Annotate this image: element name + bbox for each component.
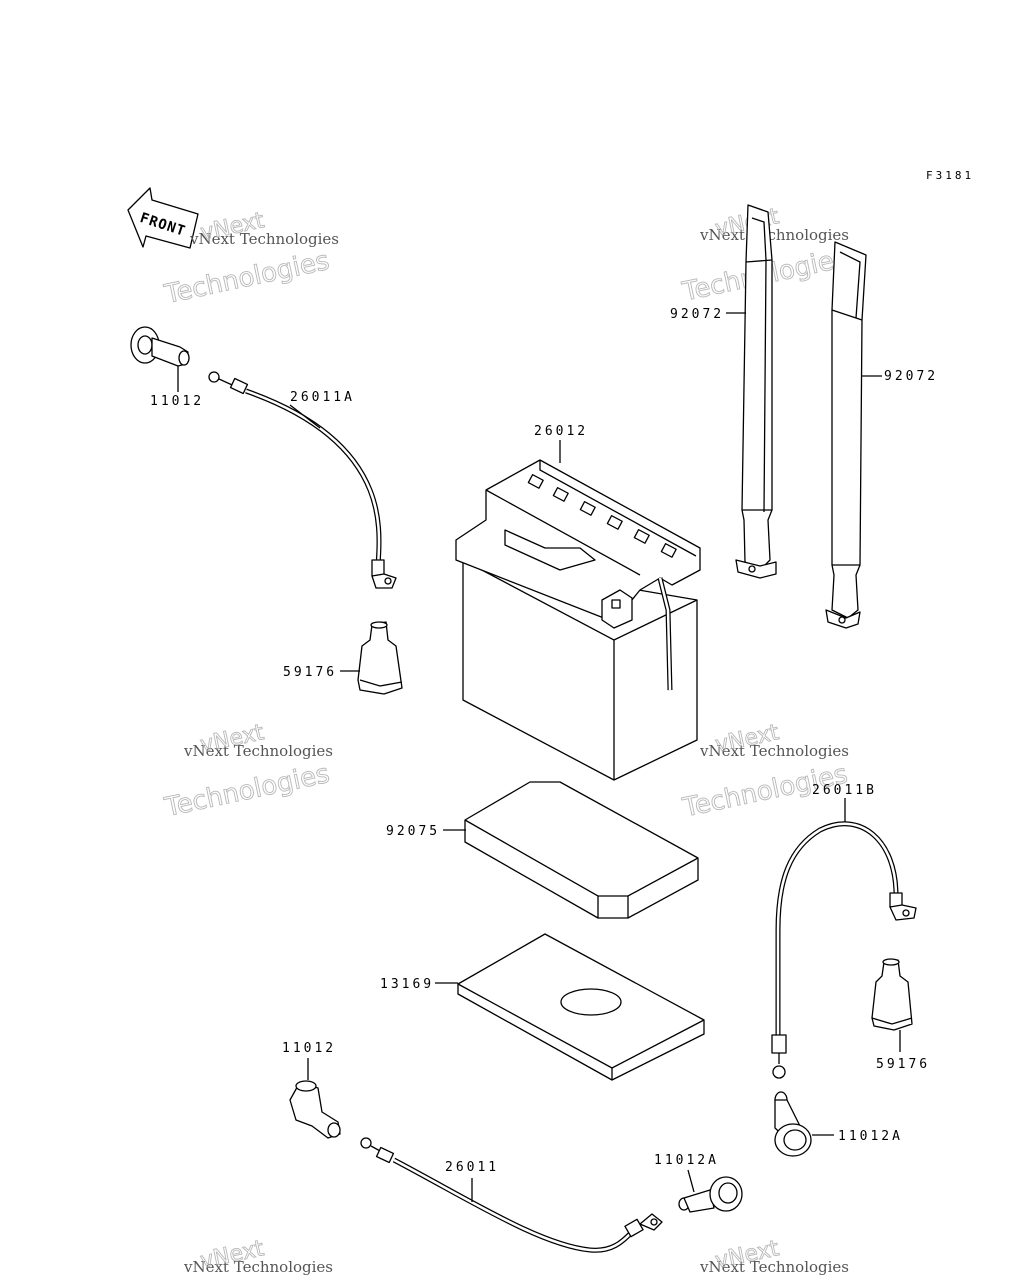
watermark-mid-right: vNext Technologies vNext Technologies [679, 720, 850, 824]
pad-92075 [443, 781, 699, 919]
callout-59176-right: 59176 [876, 1057, 930, 1072]
svg-text:Technologies: Technologies [162, 759, 333, 823]
terminal-boot-59176-right [871, 958, 913, 1052]
terminal-cover-11012A-right [774, 1091, 834, 1157]
callout-11012-bottom: 11012 [282, 1041, 336, 1056]
svg-text:vNext Technologies: vNext Technologies [699, 742, 849, 760]
callout-13169: 13169 [380, 977, 434, 992]
front-arrow-icon: FRONT [127, 187, 199, 249]
callout-26011B: 26011B [812, 783, 877, 798]
callout-92072-left: 92072 [670, 307, 724, 322]
terminal-cover-11012-bottom [289, 1058, 341, 1139]
figure-code: F3181 [926, 169, 974, 182]
callout-92072-right: 92072 [884, 369, 938, 384]
callout-11012-top: 11012 [150, 394, 204, 409]
svg-text:vNext Technologies: vNext Technologies [699, 1258, 849, 1276]
svg-text:vNext Technologies: vNext Technologies [183, 742, 333, 760]
terminal-cover-11012-top [130, 326, 190, 392]
svg-text:vNext Technologies: vNext Technologies [699, 226, 849, 244]
svg-text:vNext Technologies: vNext Technologies [183, 1258, 333, 1276]
watermark-bottom-left: vNext Technologies vNext [183, 1236, 333, 1276]
cable-26011B [771, 798, 917, 1079]
cable-26011 [360, 1137, 663, 1253]
callout-11012A-bottom: 11012A [654, 1153, 719, 1168]
callout-26011: 26011 [445, 1160, 499, 1175]
svg-text:Technologies: Technologies [161, 246, 332, 310]
terminal-cover-11012A-bottom [678, 1169, 743, 1213]
svg-text:vNext Technologies: vNext Technologies [189, 230, 339, 248]
callout-11012A-right: 11012A [838, 1129, 903, 1144]
tray-13169 [435, 933, 705, 1081]
callout-26011A: 26011A [290, 390, 355, 405]
battery-26012 [455, 440, 701, 781]
watermark-bottom-right: vNext Technologies vNext [699, 1236, 849, 1276]
callout-92075: 92075 [386, 824, 440, 839]
strap-92072-left [735, 204, 777, 579]
cable-26011A [208, 371, 397, 589]
callout-26012: 26012 [534, 424, 588, 439]
terminal-boot-59176-left [340, 621, 403, 695]
callout-59176-left: 59176 [283, 665, 337, 680]
strap-92072-right [825, 241, 867, 629]
watermark-mid-left: vNext Technologies vNext Technologies [161, 720, 333, 824]
